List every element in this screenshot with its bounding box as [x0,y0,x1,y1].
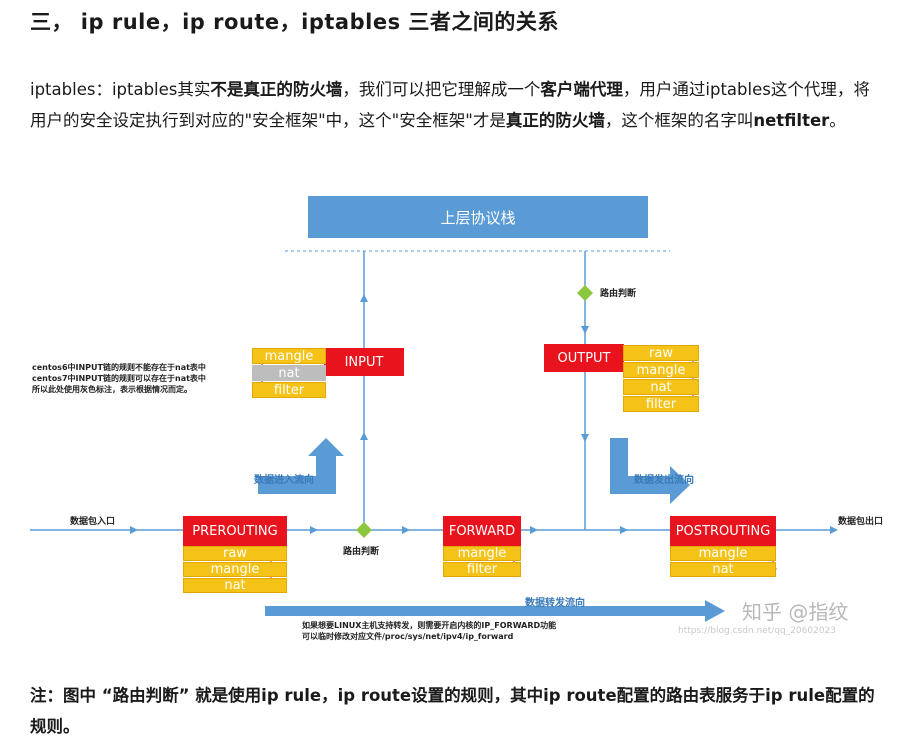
data-in-label: 数据包入口 [70,517,116,527]
watermark-url: https://blog.csdn.net/qq_20602023 [678,626,837,636]
para-bold: 真正的防火墙 [505,111,605,130]
note-line: 如果想要LINUX主机支持转发，则需要开启内核的IP_FORWARD功能 [302,621,557,630]
note-line: centos6中INPUT链的规则不能存在于nat表中 [32,363,206,372]
para-text: iptables：iptables其实 [30,80,211,99]
netfilter-diagram: 上层协议栈 INPUT mangle nat filter OUTPUT raw… [30,186,890,656]
diagram-lines [30,250,838,622]
centos-note: centos6中INPUT链的规则不能存在于nat表中 centos7中INPU… [32,362,206,395]
chain-postrouting: POSTROUTING [670,516,776,546]
route-decision-label: 路由判断 [343,547,380,557]
para-bold: netfilter [753,111,830,130]
section-heading: 三， ip rule，ip route，iptables 三者之间的关系 [30,10,559,34]
para-text: 。 [829,111,846,130]
table-mangle: mangle [443,546,521,561]
note-line: 可以临时修改对应文件/proc/sys/net/ipv4/ip_forward [302,632,514,641]
watermark: 知乎 @指纹 [742,600,849,624]
table-filter: filter [252,382,326,398]
table-raw: raw [183,546,287,561]
chain-output: OUTPUT [544,344,624,372]
flow-forward-label: 数据转发流向 [525,598,585,609]
table-nat: nat [623,379,699,395]
para-text: ，我们可以把它理解成一个 [342,80,541,99]
forward-note: 如果想要LINUX主机支持转发，则需要开启内核的IP_FORWARD功能 可以临… [302,620,556,642]
route-decision-label: 路由判断 [600,289,637,299]
para-text: ，这个框架的名字叫 [604,111,754,130]
table-nat: nat [183,578,287,593]
data-out-label: 数据包出口 [838,517,884,527]
table-raw: raw [623,345,699,361]
table-mangle: mangle [183,562,287,577]
chain-input: INPUT [324,348,404,376]
para-bold: 客户端代理 [540,80,623,99]
chain-forward: FORWARD [443,516,521,546]
para-bold: 不是真正的防火墙 [210,80,343,99]
table-nat: nat [670,562,776,577]
para-text: ，用户通过iptables这个代理，将用户的安全设定执行到对应的"安全框架"中，… [30,80,870,130]
table-mangle: mangle [252,348,326,364]
note-line: centos7中INPUT链的规则可以存在于nat表中 [32,374,206,383]
table-mangle: mangle [623,362,699,378]
chain-prerouting: PREROUTING [183,516,287,546]
flow-in-label: 数据进入流向 [254,475,314,486]
table-nat-gray: nat [252,365,326,381]
footnote: 注：图中 “路由判断” 就是使用ip rule，ip route设置的规则，其中… [30,686,875,736]
table-filter: filter [443,562,521,577]
upper-protocol-stack: 上层协议栈 [308,196,648,238]
table-mangle: mangle [670,546,776,561]
intro-paragraph: iptables：iptables其实不是真正的防火墙，我们可以把它理解成一个客… [30,74,880,136]
table-filter: filter [623,396,699,412]
flow-out-label: 数据发出流向 [634,475,694,486]
note-line: 所以此处使用灰色标注，表示根据情况而定。 [32,385,192,394]
